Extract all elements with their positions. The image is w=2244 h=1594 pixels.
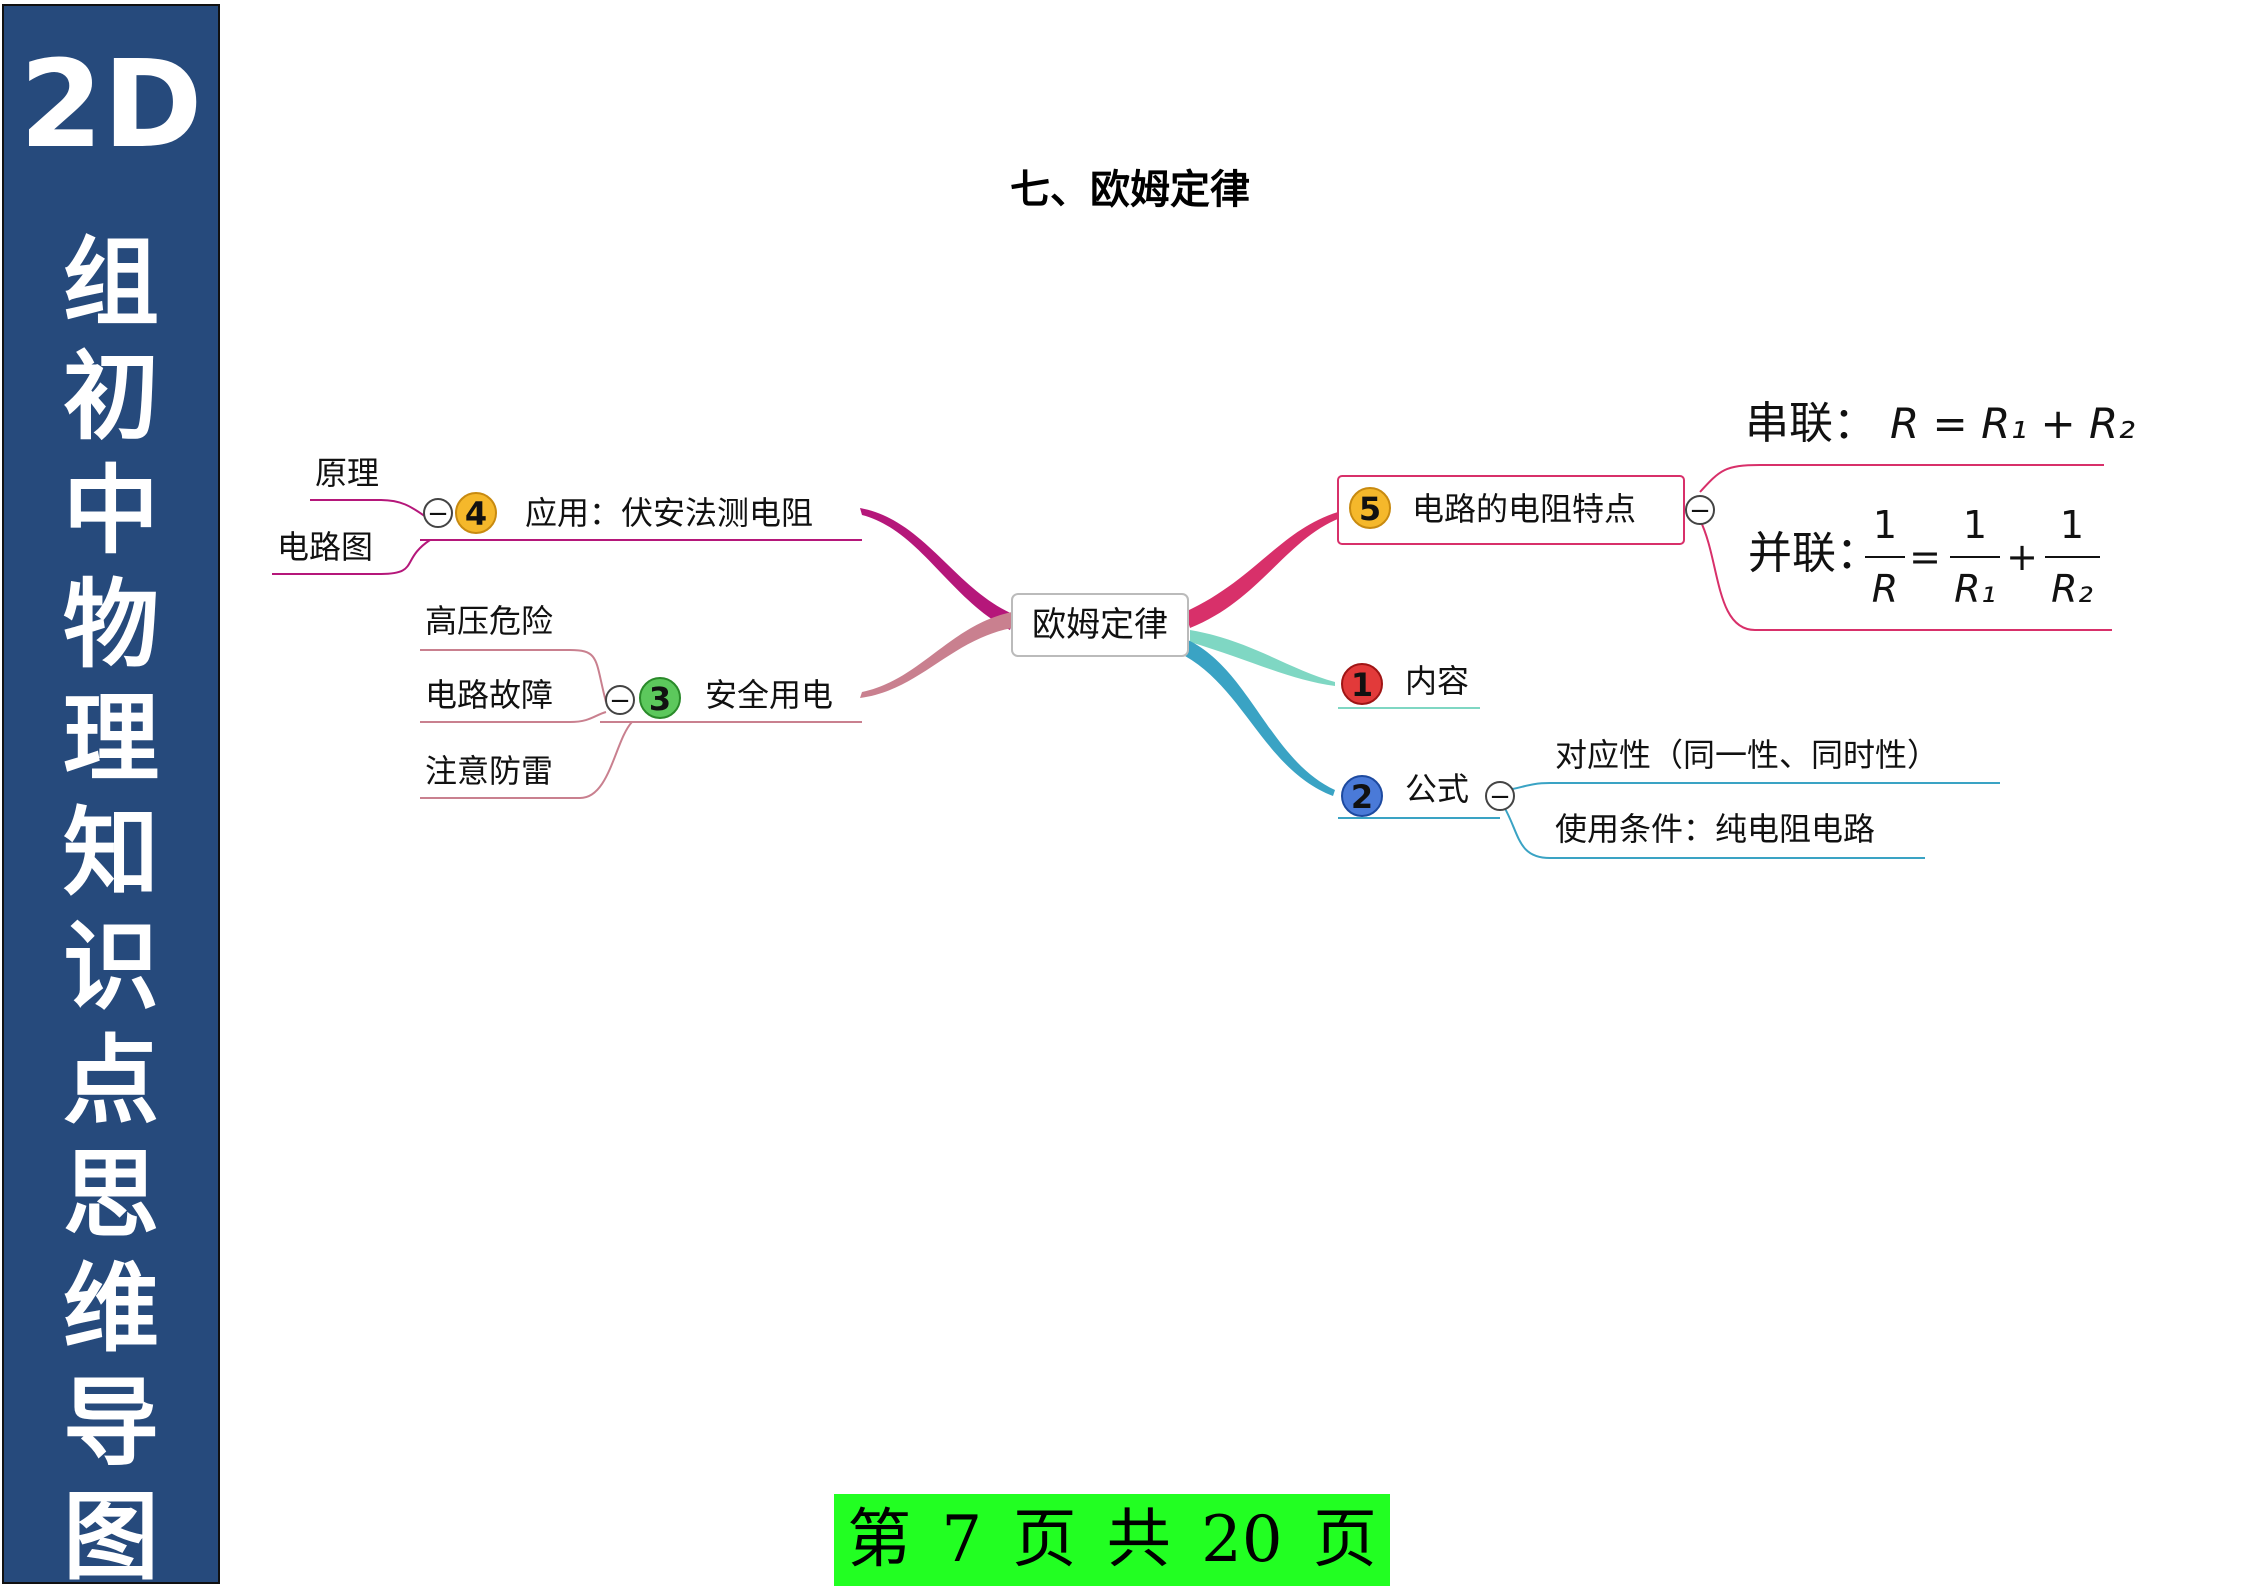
connector-b2 <box>1185 640 1335 796</box>
frac3-num: 1 <box>2060 503 2084 547</box>
frac2-num: 1 <box>1963 503 1987 547</box>
connector-b5-child <box>1699 464 2104 493</box>
collapse-toggle-b5[interactable] <box>1685 495 1715 525</box>
branch-b2-child[interactable]: 使用条件：纯电阻电路 <box>1555 810 1875 848</box>
number-badge-b3-text: 3 <box>649 680 671 718</box>
sidebar-title: 组 初 中 物 理 知 识 点 思 维 导 图 <box>4 226 218 1594</box>
branch-b3-label[interactable]: 安全用电 <box>705 676 833 714</box>
connector-b4-child <box>310 499 431 521</box>
sidebar-char: 识 <box>63 911 159 1023</box>
page-counter: 第 7 页 共 20 页 <box>834 1494 1390 1586</box>
branch-b1-label[interactable]: 内容 <box>1405 662 1469 700</box>
number-badge-b3 <box>639 677 681 719</box>
connector-b5 <box>1185 512 1340 628</box>
number-badge-b2-text: 2 <box>1351 778 1373 816</box>
collapse-symbol: − <box>609 686 631 716</box>
sidebar-char: 理 <box>63 683 159 795</box>
branch-b4-label[interactable]: 应用：伏安法测电阻 <box>525 494 813 532</box>
connector-b3 <box>860 612 1012 698</box>
sidebar-banner: 2D 组 初 中 物 理 知 识 点 思 维 导 图 <box>2 4 220 1593</box>
sidebar-char: 知 <box>63 797 159 909</box>
collapse-symbol: − <box>427 499 449 529</box>
connector-b1 <box>1190 630 1335 686</box>
branch-b2-label[interactable]: 公式 <box>1405 770 1469 808</box>
page-title: 七、欧姆定律 <box>1010 167 1250 213</box>
connector-b3-child <box>420 711 607 723</box>
center-node-label: 欧姆定律 <box>1032 605 1168 645</box>
connector-b5-child <box>1699 519 2112 631</box>
number-badge-b4-text: 4 <box>465 495 487 533</box>
branch-b3-child[interactable]: 注意防雷 <box>425 752 553 790</box>
series-formula: R = R₁ + R₂ <box>1890 399 2135 448</box>
collapse-symbol: − <box>1489 782 1511 812</box>
number-badge-b2 <box>1341 775 1383 817</box>
eq-sign: = <box>1909 535 1941 579</box>
sidebar-char: 维 <box>63 1253 159 1365</box>
connector-b3-child <box>420 721 633 799</box>
collapse-toggle-b4[interactable] <box>423 498 453 528</box>
connector-b3-child <box>420 649 607 703</box>
branch-b3-child[interactable]: 高压危险 <box>425 602 553 640</box>
collapse-toggle-b2[interactable] <box>1485 781 1515 811</box>
frac3-den: R₂ <box>2051 567 2093 611</box>
collapse-toggle-b3[interactable] <box>605 685 635 715</box>
connector-b2-child <box>1499 782 2000 791</box>
branch-b5-box[interactable] <box>1337 475 1685 545</box>
sidebar-char: 物 <box>63 569 159 681</box>
branch-b4-child[interactable]: 原理 <box>315 454 379 492</box>
sidebar-char: 初 <box>63 341 159 453</box>
number-badge-b5-text: 5 <box>1359 490 1381 528</box>
sidebar-char: 思 <box>63 1139 159 1251</box>
branch-b3-child[interactable]: 电路故障 <box>425 676 553 714</box>
number-badge-b5 <box>1349 487 1391 529</box>
number-badge-b1 <box>1341 663 1383 705</box>
connector-b2-child <box>1499 799 1925 859</box>
branch-b5-label: 电路的电阻特点 <box>1412 490 1636 528</box>
sidebar-char: 组 <box>63 227 159 339</box>
collapse-symbol: − <box>1689 496 1711 526</box>
sidebar-number: 2D <box>19 36 203 175</box>
sidebar-char: 点 <box>63 1025 159 1137</box>
connector-b4-child <box>272 539 431 575</box>
number-badge-b1-text: 1 <box>1351 666 1373 704</box>
frac2-den: R₁ <box>1954 567 1996 611</box>
series-label: 串联： <box>1745 398 1877 449</box>
connector-b4 <box>860 508 1015 630</box>
frac1-den: R <box>1872 567 1898 611</box>
branch-b4-child[interactable]: 电路图 <box>277 528 373 566</box>
plus-sign: + <box>2006 535 2038 579</box>
sidebar-char: 中 <box>63 455 159 567</box>
center-node-box[interactable] <box>1011 593 1189 657</box>
sidebar-char: 图 <box>63 1481 159 1593</box>
sidebar-char: 导 <box>63 1367 159 1479</box>
frac1-num: 1 <box>1873 503 1897 547</box>
parallel-label: 并联： <box>1748 528 1880 579</box>
branch-b2-child[interactable]: 对应性（同一性、同时性） <box>1555 736 1939 774</box>
number-badge-b4 <box>455 492 497 534</box>
